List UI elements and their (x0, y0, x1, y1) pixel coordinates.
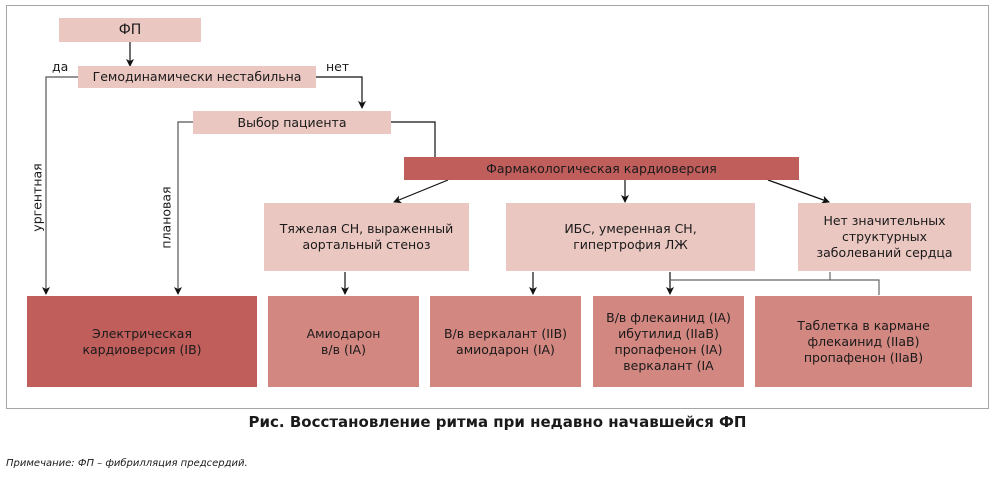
decision-node: Гемодинамически нестабильна (78, 66, 316, 88)
outcome-pill-in-pocket: Таблетка в кармане флекаинид (IIaB) проп… (755, 296, 972, 387)
footnote: Примечание: ФП – фибрилляция предсердий. (6, 458, 248, 469)
patient-choice-node: Выбор пациента (193, 111, 391, 134)
urgent-path-label: ургентная (29, 163, 45, 232)
line-cond3-to-out5 (830, 279, 880, 295)
arrow-pharma-to-cond3 (767, 179, 830, 204)
condition-1-line: аортальный стеноз (302, 237, 431, 252)
figure-caption: Рис. Восстановление ритма при недавно на… (248, 413, 747, 431)
outcome-line: пропафенон (IIaB) (803, 349, 924, 365)
outcome-vernakalant-amiodarone: В/в веркалант (IIB) амиодарон (IA) (430, 296, 581, 387)
outcome-line: флекаинид (IIaB) (807, 333, 920, 349)
outcome-line: кардиоверсия (IB) (82, 341, 202, 357)
outcome-line: веркалант (IA (623, 357, 714, 373)
outcome-electrical-cardioversion: Электрическая кардиоверсия (IB) (27, 296, 257, 387)
arrow-planned (174, 121, 193, 295)
decision-node-label: Гемодинамически нестабильна (92, 69, 302, 84)
outcome-line: В/в флекаинид (IA) (606, 309, 731, 325)
planned-path-label: плановая (158, 186, 174, 249)
line-cond3-branch (670, 272, 831, 281)
outcome-line: Амиодарон (306, 325, 381, 341)
condition-node-3: Нет значительных структурных заболеваний… (798, 203, 971, 271)
line-choice-to-pharma (391, 121, 436, 157)
condition-3-line: Нет значительных (823, 213, 946, 228)
condition-node-1: Тяжелая СН, выраженный аортальный стеноз (264, 203, 469, 271)
arrow-no-to-choice (316, 76, 366, 109)
arrow-pharma-to-cond1 (393, 179, 449, 204)
diagram-frame (6, 5, 989, 409)
condition-2-line: ИБС, умеренная СН, (564, 221, 697, 236)
pharma-cardioversion-label: Фармакологическая кардиоверсия (486, 160, 717, 176)
outcome-line: в/в (IA) (321, 341, 366, 357)
condition-2-line: гипертрофия ЛЖ (573, 237, 688, 252)
pharma-cardioversion-node: Фармакологическая кардиоверсия (404, 157, 799, 180)
outcome-line: амиодарон (IA) (456, 341, 555, 357)
condition-3-line: структурных (841, 229, 928, 244)
outcome-line: пропафенон (IA) (614, 341, 723, 357)
condition-3-line: заболеваний сердца (816, 245, 953, 260)
start-node-label: ФП (118, 22, 142, 38)
branch-no-label: нет (326, 59, 350, 74)
outcome-amiodarone: Амиодарон в/в (IA) (268, 296, 419, 387)
condition-1-line: Тяжелая СН, выраженный (279, 221, 454, 236)
start-node: ФП (59, 18, 201, 42)
outcome-line: Таблетка в кармане (797, 317, 930, 333)
condition-node-2: ИБС, умеренная СН, гипертрофия ЛЖ (506, 203, 755, 271)
patient-choice-label: Выбор пациента (237, 114, 347, 130)
arrow-yes-urgent (42, 76, 78, 295)
branch-yes-label: да (52, 59, 69, 74)
outcome-line: ибутилид (IIaB) (618, 325, 719, 341)
outcome-line: Электрическая (92, 325, 192, 341)
outcome-flecainide-group: В/в флекаинид (IA) ибутилид (IIaB) пропа… (593, 296, 744, 387)
outcome-line: В/в веркалант (IIB) (443, 325, 568, 341)
